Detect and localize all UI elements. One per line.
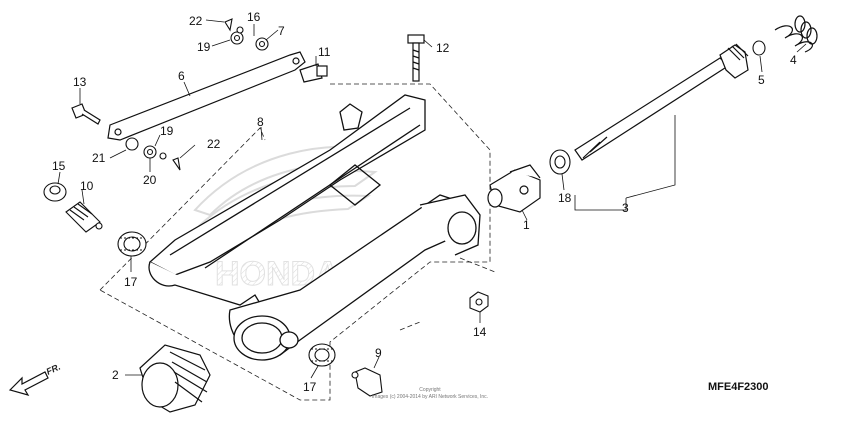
diagram-code: MFE4F2300 [708,381,769,393]
direction-label: FR. [45,362,62,377]
callout-19a: 19 [197,40,211,54]
swingarm-outline-right [399,257,496,331]
bearing-18 [549,149,571,175]
callout-21: 21 [92,151,106,165]
callout-22b: 22 [207,137,221,151]
swingarm-assembly-outline [99,83,491,401]
front-direction-arrow: FR. [8,362,62,396]
callout-17a: 17 [124,275,138,289]
pivot-bolt-10 [65,201,103,233]
callout-1: 1 [523,218,530,232]
spring-4 [774,15,818,53]
callout-15: 15 [52,159,66,173]
callouts: 1 2 3 4 5 6 7 8 9 10 11 12 13 14 15 16 1… [52,10,797,394]
leader-lines [57,19,807,379]
callout-5: 5 [758,73,765,87]
small-hardware [125,18,269,171]
callout-13: 13 [73,75,87,89]
bolt-13 [71,103,101,125]
cap-15 [43,182,67,202]
callout-9: 9 [375,346,382,360]
copyright-notice: Copyright Images (c) 2004-2014 by ARI Ne… [330,387,530,401]
ring-5 [752,40,766,56]
callout-6: 6 [178,69,185,83]
callout-12: 12 [436,41,450,55]
bolt-11 [299,63,328,83]
callout-10: 10 [80,179,94,193]
torque-rod [107,51,306,141]
callout-17b: 17 [303,380,317,394]
bolt-12 [407,34,425,82]
drive-shaft-3 [574,43,749,161]
universal-joint-1 [487,164,541,213]
boot-2 [139,344,211,413]
callout-11: 11 [318,45,331,59]
nut-14 [469,291,489,313]
callout-14: 14 [473,325,487,339]
callout-22a: 22 [189,14,203,28]
bolt-9 [351,367,383,397]
callout-3: 3 [622,201,629,215]
callout-4: 4 [790,53,797,67]
callout-18: 18 [558,191,572,205]
callout-20: 20 [143,173,157,187]
bearing-17a [117,231,147,257]
callout-7: 7 [278,24,285,38]
copyright-line-2: Images (c) 2004-2014 by ARI Network Serv… [371,394,489,400]
callout-2: 2 [112,368,119,382]
callout-19b: 19 [160,124,174,138]
copyright-line-1: Copyright [419,387,441,393]
bearing-17b [308,343,336,367]
swingarm [148,94,481,361]
callout-16: 16 [247,10,261,24]
callout-8: 8 [257,115,264,129]
